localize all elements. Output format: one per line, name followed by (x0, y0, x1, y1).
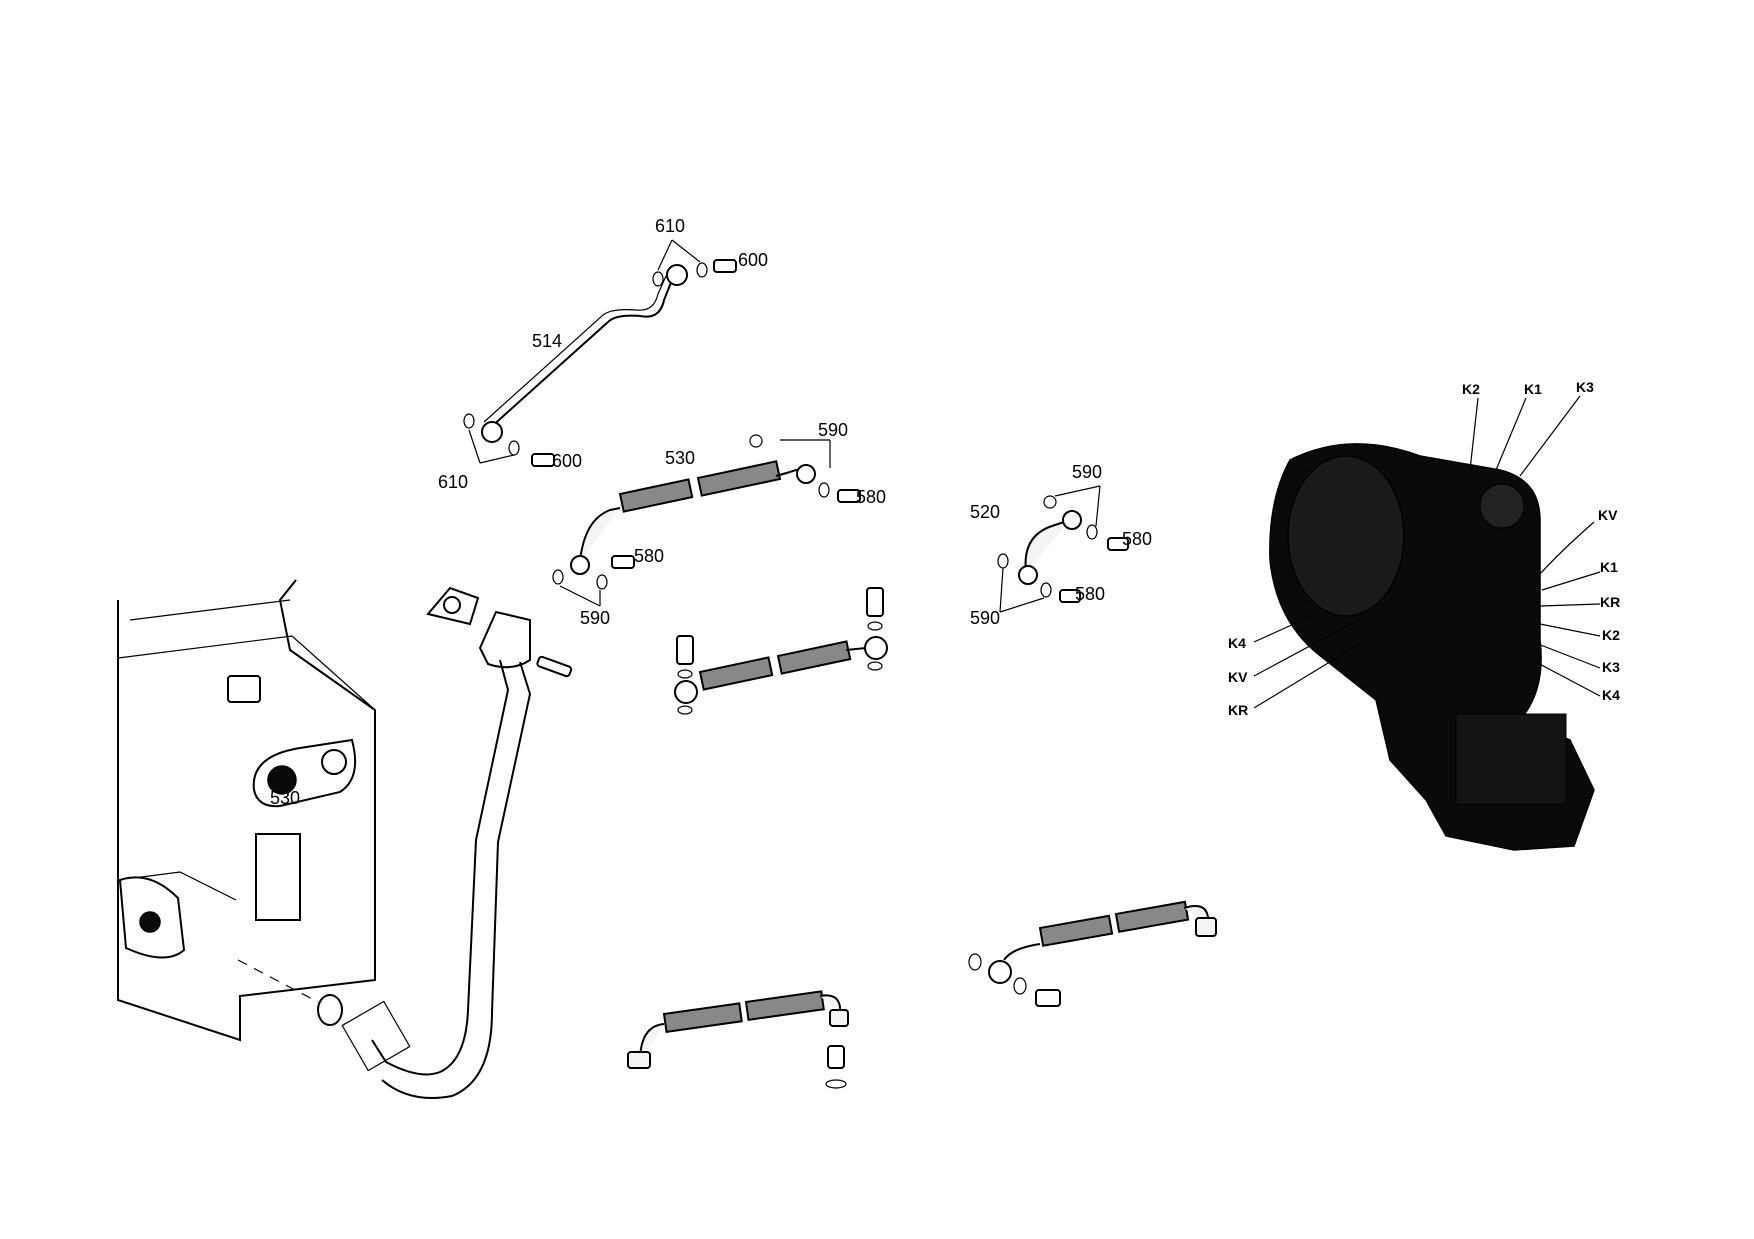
pipe-514 (481, 264, 688, 443)
label-600-top: 600 (738, 250, 768, 270)
label-580-a: 580 (856, 487, 886, 507)
label-530-pipe: 530 (665, 448, 695, 468)
leader-lines-530 (559, 439, 831, 607)
label-514: 514 (532, 331, 562, 351)
connection-leader-lines (1253, 395, 1601, 709)
label-580-d: 580 (1075, 584, 1105, 604)
label-600-left: 600 (552, 451, 582, 471)
label-590-c: 590 (1072, 462, 1102, 482)
conn-label-kr-left: KR (1228, 702, 1248, 718)
label-590-b: 590 (580, 608, 610, 628)
conn-label-k3-right: K3 (1602, 659, 1620, 675)
transmission-housing (117, 579, 376, 1042)
part-labels: 610 600 514 610 600 530 590 580 580 590 … (270, 216, 1152, 808)
conn-label-k3-top: K3 (1576, 379, 1594, 395)
conn-label-k4-right: K4 (1602, 687, 1620, 703)
connection-labels: K2 K1 K3 KV K1 KR K2 K3 K4 K4 KV KR (1228, 379, 1620, 718)
conn-label-k1-top: K1 (1524, 381, 1542, 397)
conn-label-kr-right: KR (1600, 594, 1620, 610)
leader-lines-top (468, 239, 701, 464)
hose-assembly-bottom-left (627, 990, 849, 1089)
conn-label-k2-right: K2 (1602, 627, 1620, 643)
conn-label-kv-left: KV (1228, 669, 1248, 685)
label-530-housing: 530 (270, 788, 300, 808)
label-520: 520 (970, 502, 1000, 522)
conn-label-k4-left: K4 (1228, 635, 1246, 651)
transmission-unit (1269, 443, 1595, 851)
leader-lines-520 (999, 485, 1101, 613)
label-580-b: 580 (634, 546, 664, 566)
pipe-520 (997, 495, 1129, 603)
label-610-left: 610 (438, 472, 468, 492)
conn-label-k1-right: K1 (1600, 559, 1618, 575)
hose-530 (552, 434, 861, 590)
conn-label-k2-top: K2 (1462, 381, 1480, 397)
hose-assembly-bottom-right (968, 900, 1217, 1007)
banjo-bolt-600 (531, 259, 737, 467)
hose-assembly-middle (674, 587, 888, 715)
label-590-a: 590 (818, 420, 848, 440)
label-580-c: 580 (1122, 529, 1152, 549)
conn-label-kv-right: KV (1598, 507, 1618, 523)
label-590-d: 590 (970, 608, 1000, 628)
label-610-top: 610 (655, 216, 685, 236)
suction-pipe (341, 586, 573, 1099)
